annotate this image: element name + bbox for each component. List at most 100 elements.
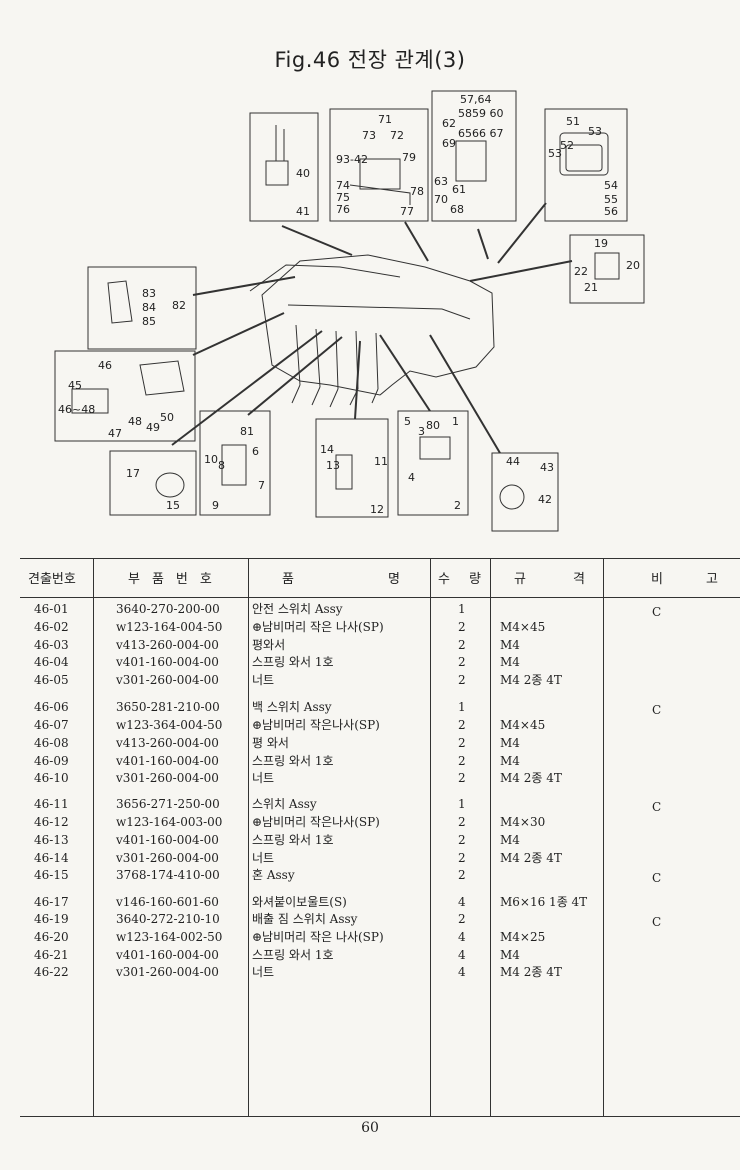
cell-note: C — [652, 703, 662, 717]
svg-text:42: 42 — [538, 493, 552, 506]
header-qty: 량 — [469, 572, 481, 587]
svg-text:3: 3 — [418, 425, 425, 438]
svg-text:81: 81 — [240, 425, 254, 438]
cell-qty: 4 — [458, 930, 466, 944]
cell-part: v401-160-004-00 — [116, 754, 219, 768]
cell-qty: 2 — [458, 718, 466, 732]
cell-no: 46-14 — [34, 851, 69, 865]
box-switch-a — [199, 410, 271, 516]
svg-text:4: 4 — [408, 471, 415, 484]
cell-name: ⊕남비머리 작은나사(SP) — [252, 815, 380, 829]
header-item-no: 견출번호 — [28, 572, 76, 587]
cell-no: 46-01 — [34, 602, 69, 616]
cell-part: w123-364-004-50 — [116, 718, 223, 732]
svg-text:70: 70 — [434, 193, 448, 206]
header-qty: 수 — [438, 572, 450, 587]
cell-name: 스프링 와서 1호 — [252, 655, 334, 669]
cell-qty: 2 — [458, 754, 466, 768]
cell-qty: 2 — [458, 815, 466, 829]
cell-name: ⊕남비머리 작은나사(SP) — [252, 718, 380, 732]
box-lamp-top — [544, 108, 628, 222]
cell-part: v301-260-004-00 — [116, 673, 219, 687]
cell-no: 46-03 — [34, 638, 69, 652]
svg-text:6566 67: 6566 67 — [458, 127, 504, 140]
cell-name: 백 스위치 Assy — [252, 700, 332, 714]
svg-text:6: 6 — [252, 445, 259, 458]
svg-text:51: 51 — [566, 115, 580, 128]
cell-name: 와셔붙이보울트(S) — [252, 895, 347, 909]
cell-name: ⊕남비머리 작은 나사(SP) — [252, 620, 384, 634]
cell-name: 스프링 와서 1호 — [252, 833, 334, 847]
cell-part: v301-260-004-00 — [116, 851, 219, 865]
svg-text:85: 85 — [142, 315, 156, 328]
cell-no: 46-17 — [34, 895, 69, 909]
cell-spec: M4 — [500, 736, 520, 750]
cell-name: 평와서 — [252, 638, 286, 652]
cell-qty: 2 — [458, 912, 466, 926]
header-spec: 규 — [514, 572, 526, 587]
cell-no: 46-02 — [34, 620, 69, 634]
cell-qty: 4 — [458, 965, 466, 979]
cell-spec: M6×16 1종 4T — [500, 895, 588, 909]
box-switch-top — [431, 90, 517, 222]
cell-spec: M4 2종 4T — [500, 771, 562, 785]
cell-spec: M4 — [500, 948, 520, 962]
cell-qty: 1 — [458, 797, 466, 811]
svg-text:22: 22 — [574, 265, 588, 278]
cell-qty: 4 — [458, 895, 466, 909]
cell-no: 46-09 — [34, 754, 69, 768]
svg-text:62: 62 — [442, 117, 456, 130]
cell-spec: M4×45 — [500, 718, 546, 732]
header-note: 비 — [651, 572, 663, 587]
table-col-divider — [248, 558, 249, 1116]
cell-no: 46-05 — [34, 673, 69, 687]
cell-qty: 2 — [458, 771, 466, 785]
cell-part: v146-160-601-60 — [116, 895, 219, 909]
cell-no: 46-21 — [34, 948, 69, 962]
cell-part: v413-260-004-00 — [116, 736, 219, 750]
cell-spec: M4 — [500, 655, 520, 669]
cell-name: 혼 Assy — [252, 868, 295, 882]
svg-text:57,64: 57,64 — [460, 93, 492, 106]
box-bracket — [329, 108, 429, 222]
cell-part: w123-164-004-50 — [116, 620, 223, 634]
svg-text:9: 9 — [212, 499, 219, 512]
svg-text:11: 11 — [374, 455, 388, 468]
svg-text:7: 7 — [258, 479, 265, 492]
svg-text:83: 83 — [142, 287, 156, 300]
cell-part: 3656-271-250-00 — [116, 797, 220, 811]
svg-text:19: 19 — [594, 237, 608, 250]
cell-part: w123-164-003-00 — [116, 815, 223, 829]
table-col-divider — [603, 558, 604, 1116]
table-header-rule — [20, 597, 740, 598]
svg-text:41: 41 — [296, 205, 310, 218]
svg-text:68: 68 — [450, 203, 464, 216]
cell-part: v301-260-004-00 — [116, 771, 219, 785]
figure-title: Fig.46 전장 관계(3) — [274, 48, 466, 72]
cell-name: 안전 스위치 Assy — [252, 602, 343, 616]
cell-part: v401-160-004-00 — [116, 833, 219, 847]
cell-spec: M4 2종 4T — [500, 851, 562, 865]
svg-text:79: 79 — [402, 151, 416, 164]
svg-text:2: 2 — [454, 499, 461, 512]
svg-text:84: 84 — [142, 301, 156, 314]
table-bottom-rule — [20, 1116, 740, 1117]
cell-part: w123-164-002-50 — [116, 930, 223, 944]
cell-spec: M4 — [500, 833, 520, 847]
cell-name: 스위치 Assy — [252, 797, 317, 811]
cell-no: 46-12 — [34, 815, 69, 829]
svg-text:61: 61 — [452, 183, 466, 196]
cell-no: 46-07 — [34, 718, 69, 732]
table-col-divider — [93, 558, 94, 1116]
cell-qty: 2 — [458, 673, 466, 687]
